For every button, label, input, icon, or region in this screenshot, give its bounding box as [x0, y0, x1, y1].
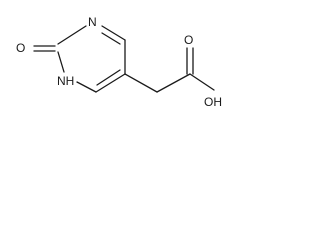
- carbonyl-oxygen-label: O: [16, 41, 25, 55]
- bond-n1-c2: [57, 51, 65, 73]
- bond-c2-n3: [57, 25, 87, 45]
- chemical-structure: O N NH O OH: [16, 15, 222, 109]
- ring-nh-label: NH: [57, 74, 74, 88]
- structure-canvas: O N NH O OH: [0, 0, 266, 130]
- hydroxyl-label: OH: [204, 95, 222, 109]
- bond-c-oh: [189, 73, 215, 91]
- bond-c5-ch2: [124, 73, 158, 93]
- ring-nitrogen-label: N: [88, 15, 97, 29]
- bond-n3-c4: [101, 25, 126, 41]
- carboxyl-oxygen-label: O: [184, 33, 193, 47]
- atom-labels: O N NH O OH: [16, 15, 222, 109]
- bonds: [33, 25, 215, 93]
- bond-c5-c6-inner: [96, 69, 121, 86]
- bond-n3-c4-inner: [101, 32, 121, 45]
- bond-c5-c6: [95, 73, 126, 93]
- bond-ch2-cooh: [156, 73, 191, 93]
- bond-c6-n1: [76, 81, 97, 93]
